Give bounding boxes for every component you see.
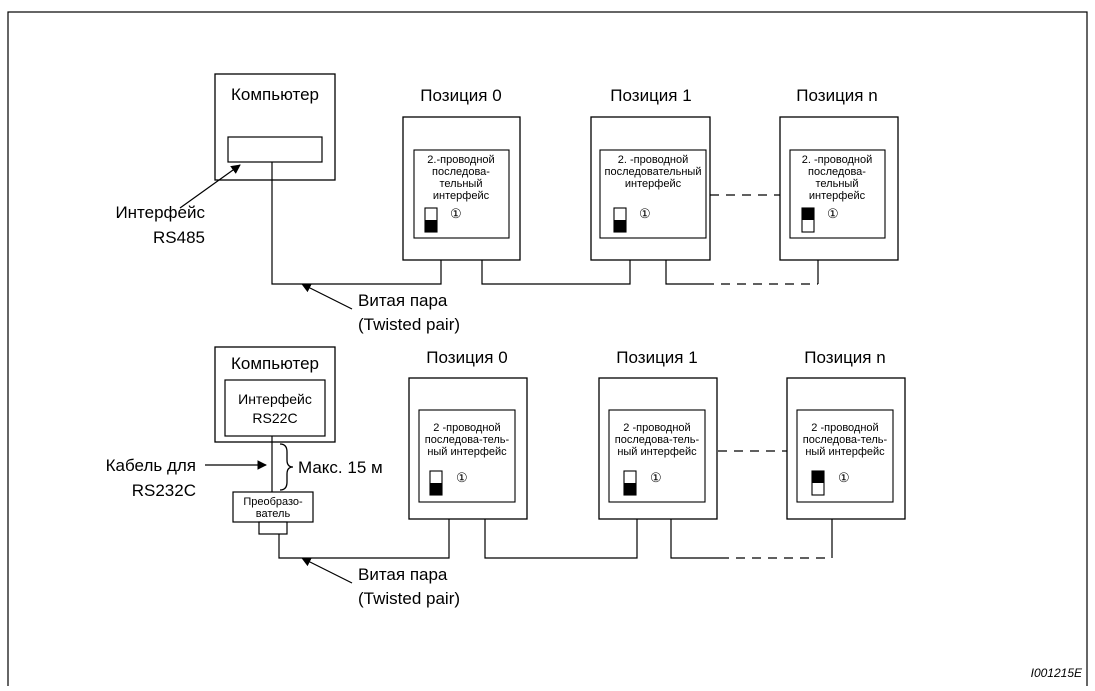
top-diagram: Компьютер Интерфейс RS485 Витая пара (Tw… xyxy=(115,73,899,334)
top-station-1-line-2: интерфейс xyxy=(625,178,682,190)
bottom-station-n: Позиция n 2 -проводной последова-тель- н… xyxy=(786,348,906,520)
figure-id: I001215E xyxy=(1031,666,1083,680)
top-computer: Компьютер xyxy=(214,73,336,181)
top-rs485-port xyxy=(227,136,323,163)
bottom-station-n-line-1: последова-тель- xyxy=(803,434,888,446)
bottom-max-length: Макс. 15 м xyxy=(298,458,383,477)
bottom-cable-label-1: Кабель для xyxy=(106,456,196,475)
bottom-wire-converter-station0 xyxy=(278,513,450,559)
bottom-station-1-line-0: 2 -проводной xyxy=(623,422,690,434)
top-interface-label-2: RS485 xyxy=(153,228,205,247)
bottom-station-0-line-2: ный интерфейс xyxy=(427,446,507,458)
top-station-0-line-2: тельный xyxy=(440,178,483,190)
bottom-station-n-line-2: ный интерфейс xyxy=(805,446,885,458)
bottom-cable-label-2: RS232C xyxy=(132,481,196,500)
outer-frame xyxy=(7,11,1088,691)
bottom-wire-station0-station1 xyxy=(484,513,638,559)
top-twisted-arrow xyxy=(301,283,353,310)
bottom-converter-label-1: Преобразо- xyxy=(243,496,303,508)
top-station-1-line-1: последовательный xyxy=(605,166,702,178)
top-station-n-symbol: ① xyxy=(827,206,839,221)
top-twisted-label-1: Витая пара xyxy=(358,291,448,310)
top-station-1-title: Позиция 1 xyxy=(610,86,691,105)
bottom-station-1-symbol: ① xyxy=(650,470,662,485)
bottom-station-n-line-0: 2 -проводной xyxy=(811,422,878,434)
top-station-n-line-1: последова- xyxy=(808,166,866,178)
bottom-computer-label: Компьютер xyxy=(231,354,319,373)
bottom-interface-label-2: RS22C xyxy=(252,410,297,426)
top-interface-label-1: Интерфейс xyxy=(115,203,205,222)
bottom-station-1: Позиция 1 2 -проводной последова-тель- н… xyxy=(598,348,718,520)
top-station-n-title: Позиция n xyxy=(796,86,877,105)
bottom-station-1-line-2: ный интерфейс xyxy=(617,446,697,458)
top-computer-label: Компьютер xyxy=(231,85,319,104)
bottom-converter-label-2: ватель xyxy=(256,508,291,520)
bottom-station-1-title: Позиция 1 xyxy=(616,348,697,367)
top-station-n: Позиция n 2. -проводной последова- тельн… xyxy=(779,86,899,261)
top-station-1: Позиция 1 2. -проводной последовательный… xyxy=(590,86,711,261)
bottom-twisted-label-1: Витая пара xyxy=(358,565,448,584)
bottom-station-1-line-1: последова-тель- xyxy=(615,434,700,446)
bottom-station-0-line-1: последова-тель- xyxy=(425,434,510,446)
bottom-interface-label-1: Интерфейс xyxy=(238,391,312,407)
top-station-0-line-0: 2.-проводной xyxy=(427,154,494,166)
top-wire-computer-station0 xyxy=(271,162,442,285)
top-station-n-line-3: интерфейс xyxy=(809,190,866,202)
bottom-computer: Компьютер Интерфейс RS22C xyxy=(214,346,336,443)
top-station-0-line-3: интерфейс xyxy=(433,190,490,202)
bottom-converter: Преобразо- ватель xyxy=(232,491,314,535)
top-station-n-line-0: 2. -проводной xyxy=(802,154,872,166)
bottom-station-n-symbol: ① xyxy=(838,470,850,485)
top-interface-arrow xyxy=(179,164,241,209)
bottom-converter-connector xyxy=(258,521,288,535)
top-station-1-line-0: 2. -проводной xyxy=(618,154,688,166)
bottom-station-0-title: Позиция 0 xyxy=(426,348,507,367)
bottom-station-0: Позиция 0 2 -проводной последова-тель- н… xyxy=(408,348,528,520)
top-station-0-line-1: последова- xyxy=(432,166,490,178)
bottom-twisted-label-2: (Twisted pair) xyxy=(358,589,460,608)
bottom-wire-station1-out xyxy=(670,513,720,559)
bottom-diagram: Компьютер Интерфейс RS22C Кабель для RS2… xyxy=(106,346,906,608)
top-station-n-line-2: тельный xyxy=(816,178,859,190)
top-wire-station0-station1 xyxy=(481,238,631,285)
top-station-1-symbol: ① xyxy=(639,206,651,221)
top-station-0-title: Позиция 0 xyxy=(420,86,501,105)
bottom-length-brace xyxy=(279,443,294,491)
bottom-rs232-port xyxy=(224,379,326,437)
top-station-0-symbol: ① xyxy=(450,206,462,221)
top-twisted-label-2: (Twisted pair) xyxy=(358,315,460,334)
bottom-station-0-line-0: 2 -проводной xyxy=(433,422,500,434)
bottom-station-n-title: Позиция n xyxy=(804,348,885,367)
top-station-0: Позиция 0 2.-проводной последова- тельны… xyxy=(402,86,521,261)
bottom-twisted-arrow xyxy=(301,557,353,584)
bottom-station-0-symbol: ① xyxy=(456,470,468,485)
